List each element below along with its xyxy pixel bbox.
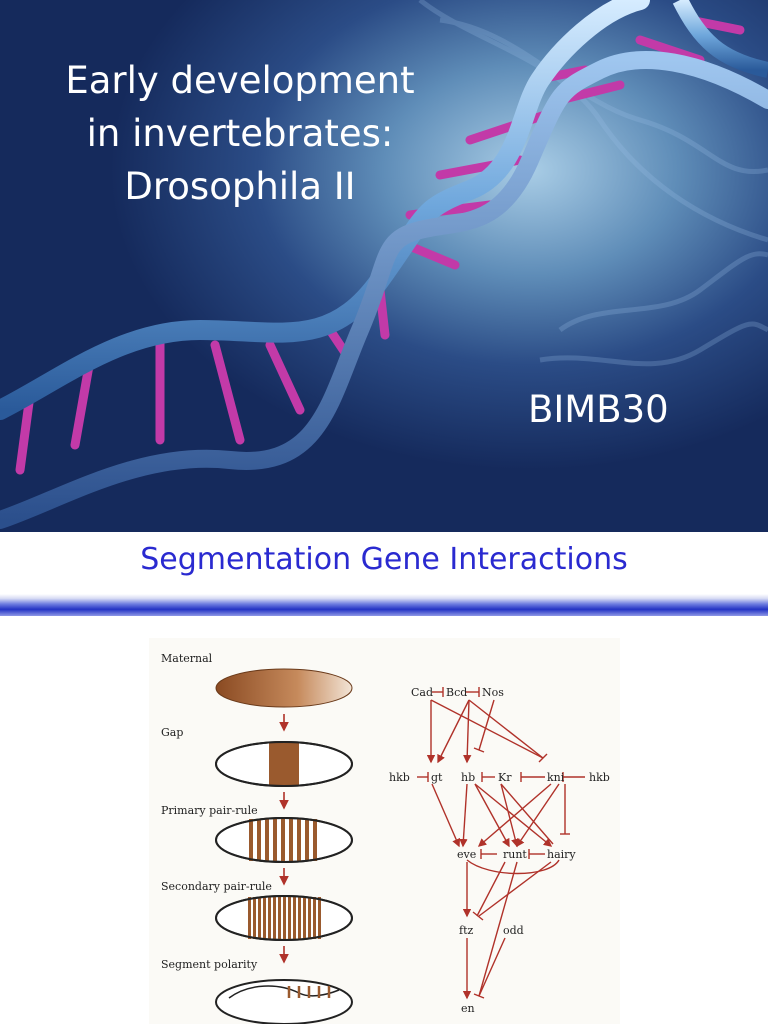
segmentation-figure: Maternal Gap Primary pair-rule Secondary… (149, 638, 620, 1024)
embryo-and-network-diagram (215, 668, 585, 1024)
gene-hairy: hairy (547, 848, 576, 861)
slide-title: Segmentation Gene Interactions (140, 542, 628, 577)
gene-runt: runt (503, 848, 527, 861)
gene-odd: odd (503, 924, 524, 937)
gene-kr: Kr (498, 771, 512, 784)
stage-label: Maternal (161, 652, 213, 665)
gene-hb: hb (461, 771, 476, 784)
title-line-3: Drosophila II (124, 165, 356, 208)
content-slide: Segmentation Gene Interactions Maternal … (0, 532, 768, 1024)
stage-label: Gap (161, 726, 184, 739)
embryo-segment-polarity (215, 979, 353, 1024)
slide-title: Early development in invertebrates: Dros… (20, 54, 460, 213)
stage-label: Secondary pair-rule (161, 880, 272, 893)
gene-eve: eve (457, 848, 477, 861)
title-line-2: in invertebrates: (86, 112, 394, 155)
course-code: BIMB30 (528, 388, 669, 431)
gene-kni: kni (547, 771, 565, 784)
stage-label: Primary pair-rule (161, 804, 258, 817)
gene-ftz: ftz (459, 924, 474, 937)
gene-cad: Cad (411, 686, 434, 699)
gene-hkb-left: hkb (389, 771, 410, 784)
embryo-maternal (215, 668, 353, 708)
title-slide: Early development in invertebrates: Dros… (0, 0, 768, 532)
gene-gt: gt (431, 771, 443, 784)
gene-hkb-right: hkb (589, 771, 610, 784)
gene-nos: Nos (482, 686, 504, 699)
stage-label: Segment polarity (161, 958, 258, 971)
title-line-1: Early development (65, 59, 415, 102)
gene-bcd: Bcd (446, 686, 468, 699)
dna-helix-illustration (0, 0, 768, 529)
title-divider (0, 594, 768, 616)
gene-en: en (461, 1002, 475, 1015)
